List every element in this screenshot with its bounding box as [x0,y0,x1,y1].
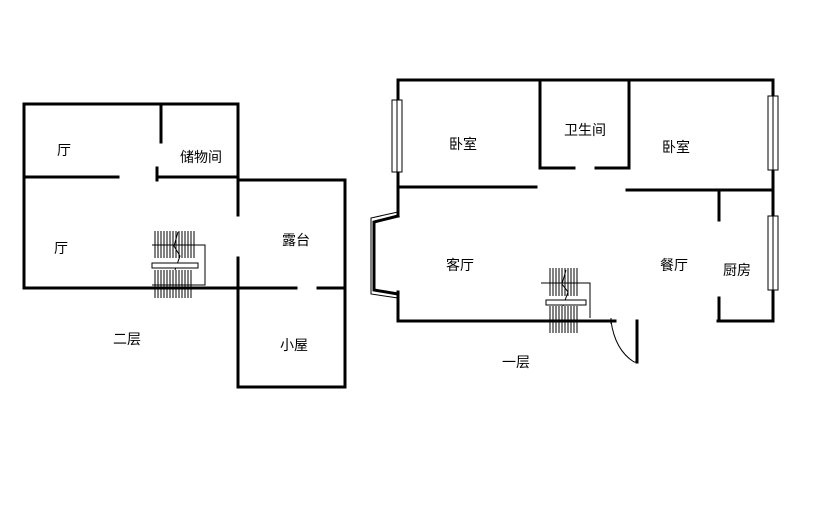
bay-window [372,214,400,296]
room-label-bathroom: 卫生间 [564,123,606,139]
upper-floor-interior-walls [22,102,240,290]
room-label-hall-top: 厅 [57,143,71,159]
room-label-terrace: 露台 [282,233,310,249]
entry-door [610,320,637,363]
upper-floor-plan [22,102,347,389]
floor-label-ground: 一层 [502,355,530,371]
ground-stair [541,268,591,333]
ground-floor-plan [370,78,779,364]
floor-label-upper: 二层 [113,332,141,348]
ground-floor-interior-walls [396,78,775,323]
room-label-bedroom-right: 卧室 [662,139,690,156]
room-label-hall-bottom: 厅 [54,241,68,257]
upper-stair [151,231,206,298]
room-label-kitchen: 厨房 [723,263,751,279]
room-label-small-room: 小屋 [280,338,308,354]
room-label-dining-room: 餐厅 [660,258,688,274]
room-label-storage: 储物间 [180,150,222,166]
room-label-living-room: 客厅 [446,257,474,274]
room-label-bedroom-left: 卧室 [449,136,477,153]
